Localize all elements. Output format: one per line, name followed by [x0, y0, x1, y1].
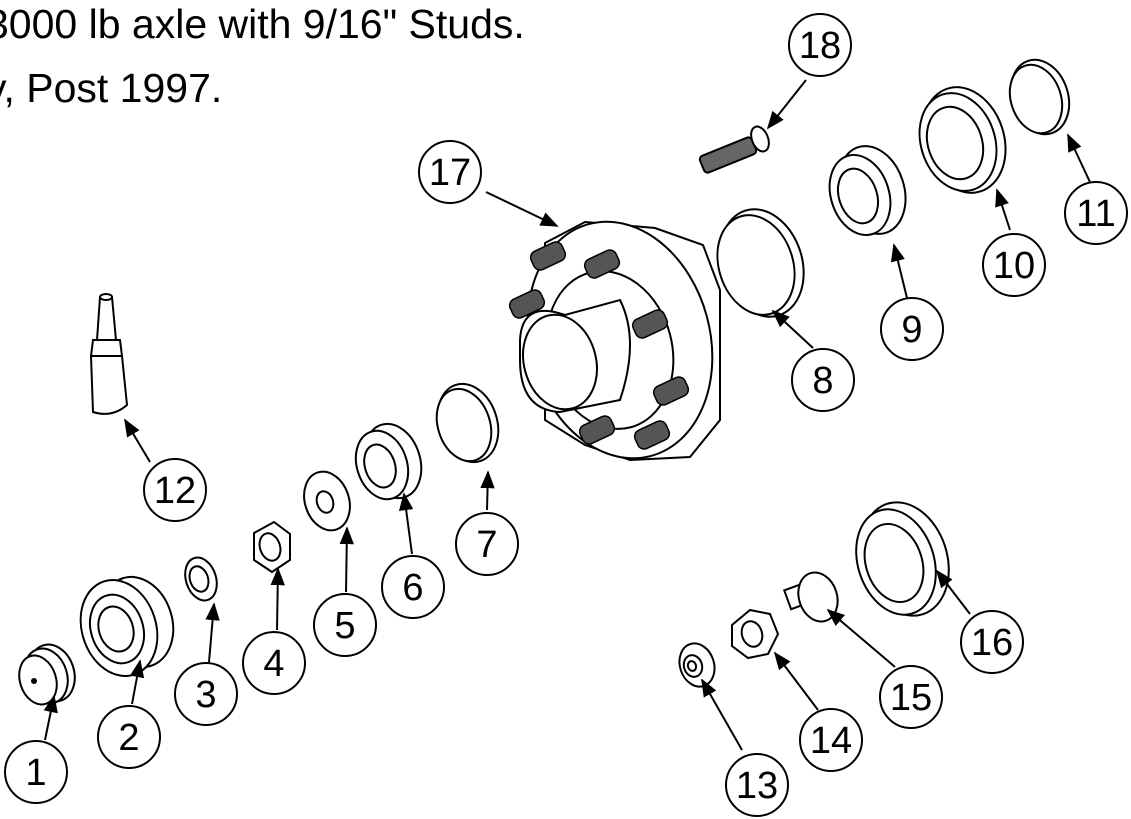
callout-circle-18 [788, 13, 852, 77]
seal-ring-part [1008, 58, 1071, 136]
callout-circle-6 [381, 555, 445, 619]
callout-number-11: 11 [1076, 193, 1115, 235]
oil-seal-part [855, 501, 950, 617]
callout-number-13: 13 [736, 765, 778, 807]
keyed-washer-part [782, 571, 839, 623]
leader-12 [124, 418, 151, 463]
callout-circle-17 [418, 140, 482, 204]
callout-number-12: 12 [154, 470, 196, 512]
castle-nut-part [731, 608, 780, 660]
callout-number-6: 6 [402, 567, 423, 609]
callout-circle-1 [4, 740, 68, 804]
callout-number-7: 7 [476, 524, 497, 566]
leader-16 [935, 569, 971, 615]
callout-circle-4 [242, 631, 306, 695]
diagram-title: 3000 lb axle with 9/16" Studs. y, Post 1… [0, 0, 1131, 124]
leader-6 [399, 492, 414, 555]
title-line-1: 3000 lb axle with 9/16" Studs. [0, 1, 525, 47]
leader-3 [205, 602, 220, 663]
callout-circle-11 [1064, 181, 1128, 245]
hex-nut-part [253, 520, 291, 574]
callout-number-3: 3 [195, 674, 216, 716]
leader-18 [766, 79, 807, 130]
leader-4 [270, 567, 285, 631]
callout-circle-2 [97, 705, 161, 769]
callout-number-15: 15 [890, 677, 932, 719]
hub-part [508, 220, 721, 462]
leader-14 [773, 651, 819, 711]
leader-5 [339, 526, 354, 593]
callout-number-1: 1 [25, 752, 46, 794]
inner-bearing-cone-part [828, 145, 907, 237]
callout-circle-3 [174, 662, 238, 726]
outer-bearing-cone-part [354, 422, 423, 501]
callout-circle-15 [879, 665, 943, 729]
callout-number-2: 2 [118, 717, 139, 759]
callout-number-8: 8 [812, 360, 833, 402]
wheel-stud-part [698, 125, 770, 174]
callout-circle-8 [791, 348, 855, 412]
callout-circle-12 [143, 458, 207, 522]
leader-15 [826, 608, 896, 668]
grease-seal-part [918, 86, 1007, 194]
callout-circle-14 [799, 708, 863, 772]
sealant-tube-part [89, 293, 129, 415]
leader-7 [480, 470, 495, 511]
leader-2 [129, 659, 145, 705]
callout-number-10: 10 [993, 245, 1035, 287]
tang-washer-part [303, 470, 351, 532]
callout-number-4: 4 [263, 643, 284, 685]
leader-1 [43, 694, 58, 741]
callout-circle-16 [960, 610, 1024, 674]
callout-number-14: 14 [810, 720, 852, 762]
callout-circle-13 [725, 753, 789, 817]
callout-circle-9 [880, 297, 944, 361]
outer-bearing-cup-part [435, 382, 500, 464]
cotter-cap-part [678, 642, 716, 688]
callout-circle-10 [982, 233, 1046, 297]
leader-9 [890, 243, 908, 299]
callout-circle-7 [455, 512, 519, 576]
grease-cap-part [18, 643, 76, 706]
title-line-2: y, Post 1997. [0, 65, 223, 111]
callout-circle-5 [313, 593, 377, 657]
callout-number-17: 17 [429, 152, 471, 194]
nut-retainer-part [184, 556, 218, 602]
callout-number-9: 9 [901, 309, 922, 351]
leader-10 [995, 188, 1011, 231]
leader-13 [701, 678, 743, 751]
callout-number-18: 18 [799, 25, 841, 67]
leader-8 [771, 309, 814, 349]
callout-number-16: 16 [971, 622, 1013, 664]
inner-bearing-cup-part [716, 208, 805, 318]
leader-17 [485, 191, 559, 227]
callout-number-5: 5 [334, 605, 355, 647]
outer-seal-part [79, 575, 175, 677]
